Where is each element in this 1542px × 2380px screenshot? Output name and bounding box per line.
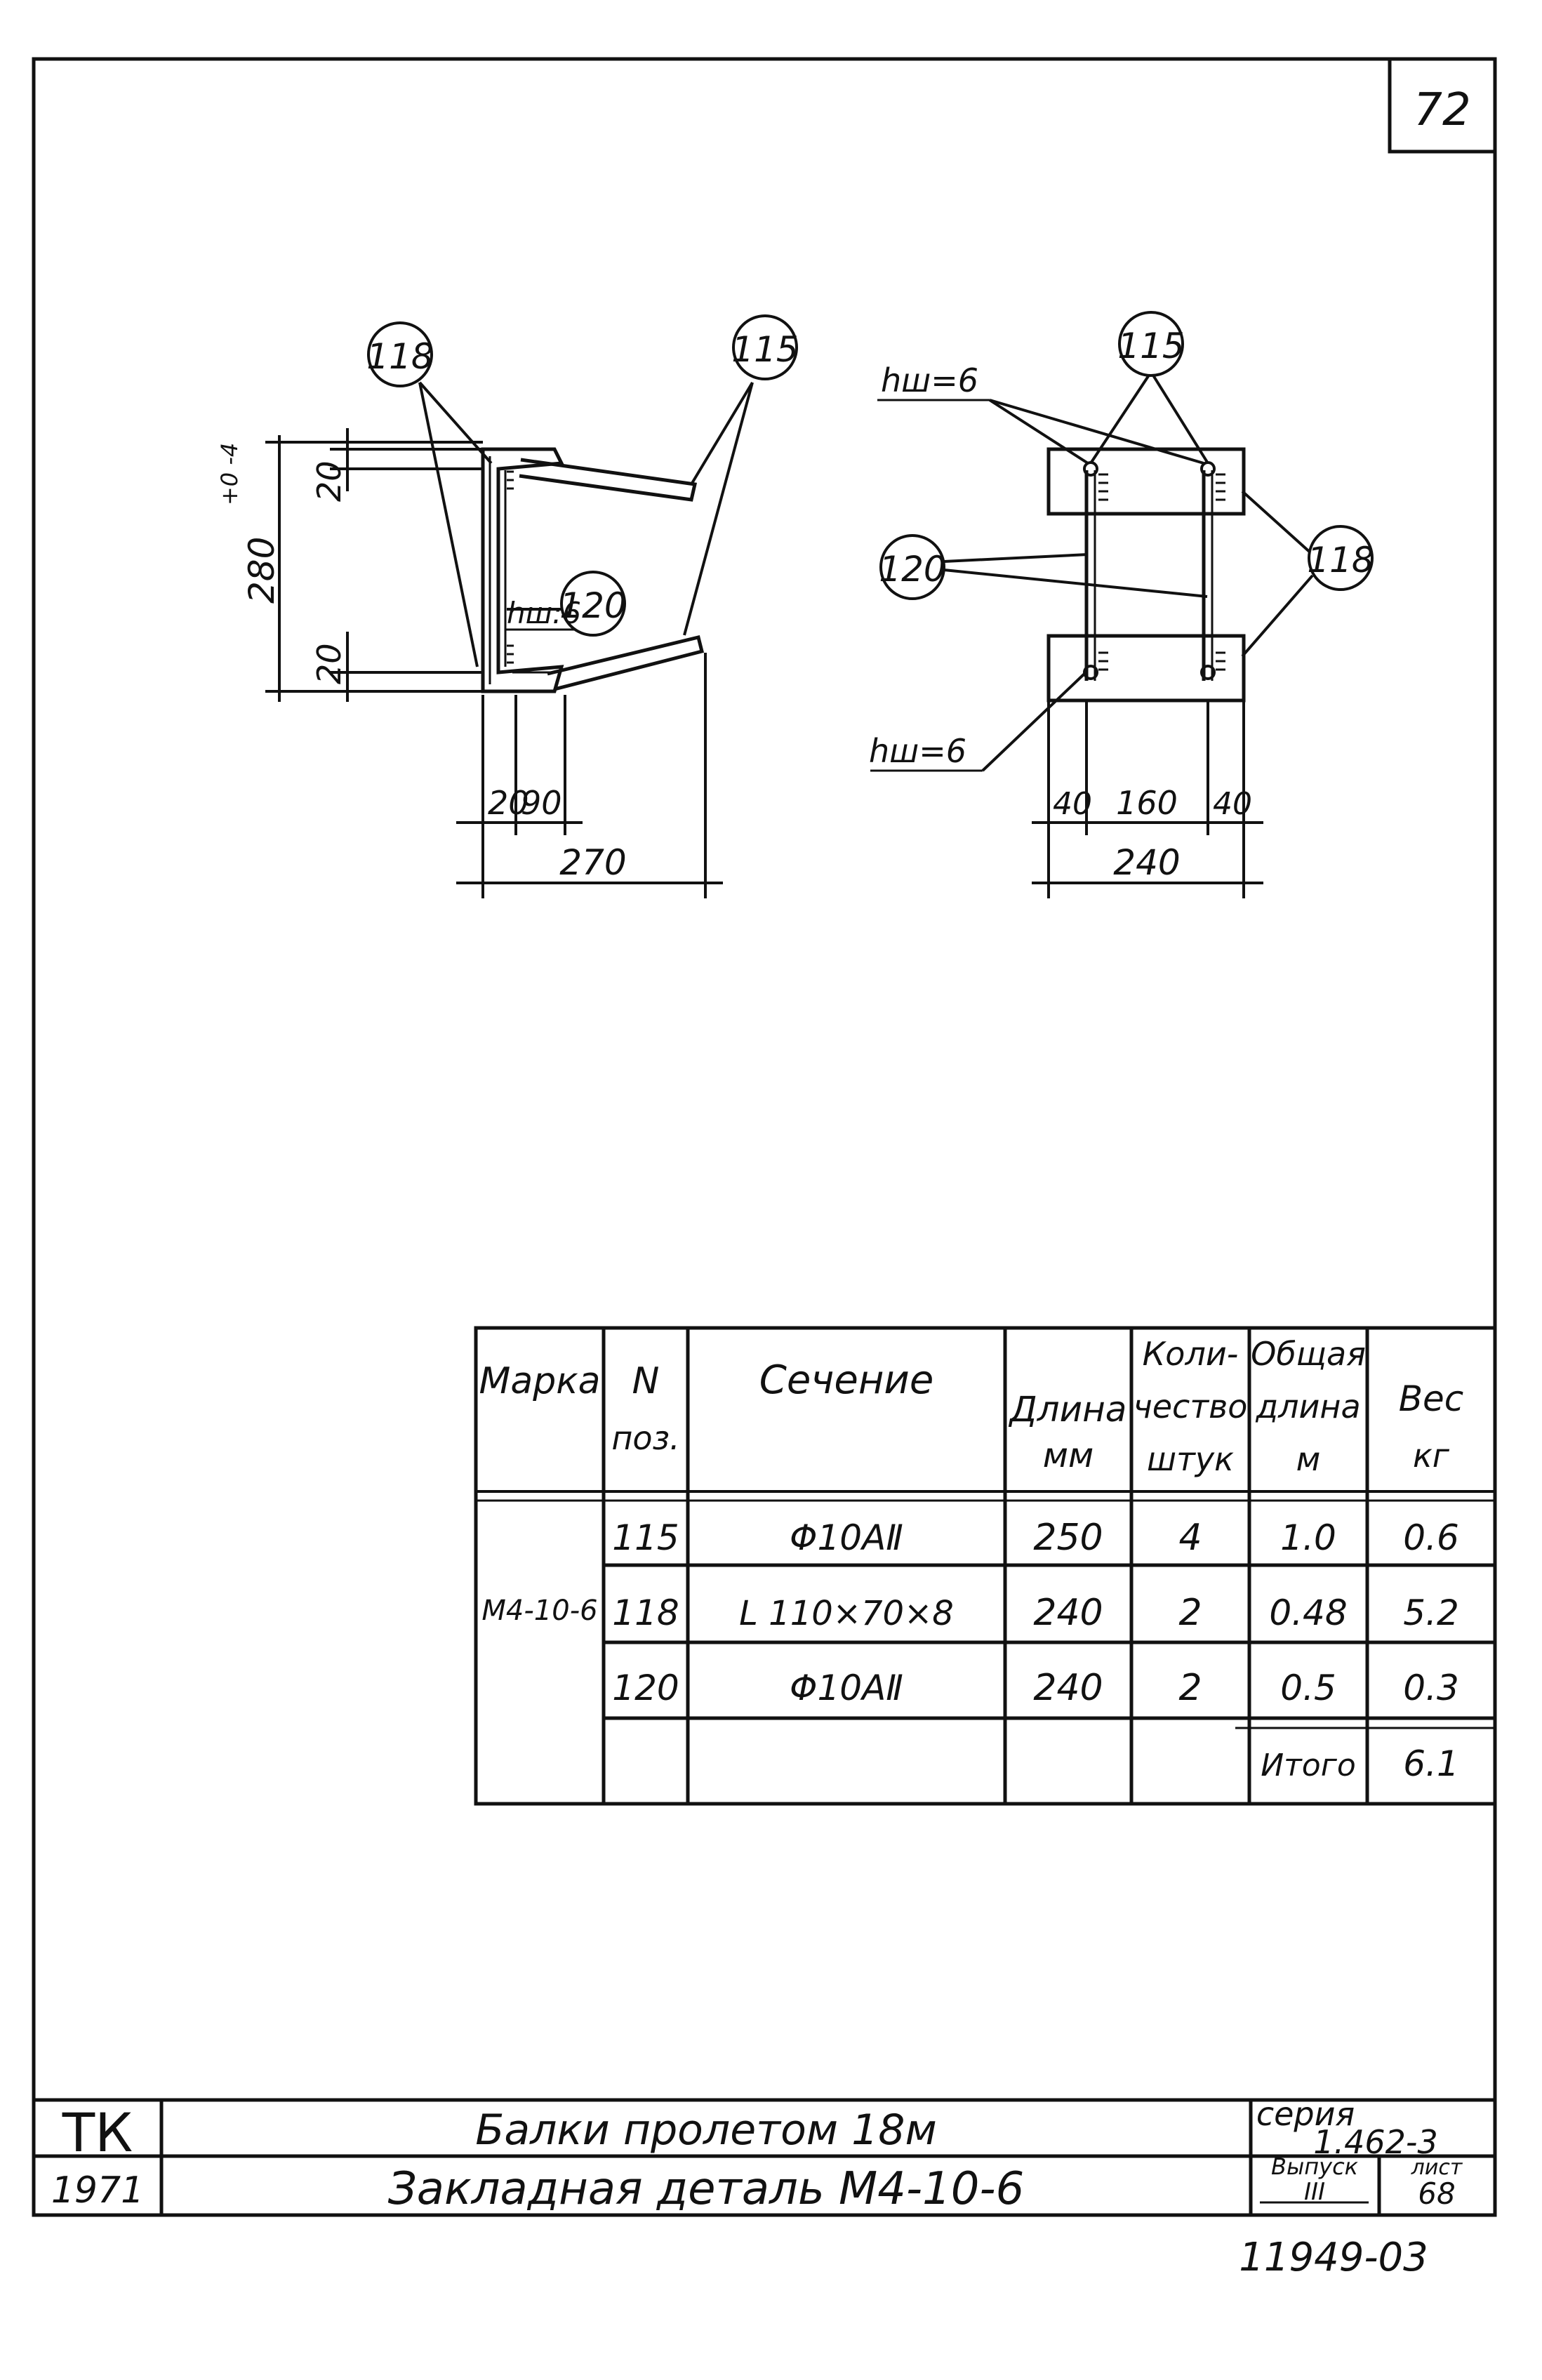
sheet-number-box	[1388, 57, 1497, 154]
td-qty: 2	[1178, 1667, 1202, 1709]
callout-115-right-text: 115	[1117, 326, 1184, 366]
td-total-len: 0.48	[1269, 1593, 1347, 1633]
callout-115-left	[732, 314, 798, 380]
tb-issue-label: Выпуск	[1271, 2153, 1359, 2180]
dim-40-left: 40	[1053, 786, 1092, 822]
callout-118-left	[367, 321, 433, 387]
td-pos: 118	[612, 1593, 679, 1633]
th-section: Сечение	[759, 1357, 934, 1403]
tb-series-label: серия	[1256, 2095, 1355, 2133]
th-weight-1: Вес	[1399, 1378, 1464, 1419]
sheet-number: 72	[1414, 84, 1470, 136]
tb-sheet-label: лист	[1411, 2155, 1463, 2180]
rod-115-top	[519, 458, 698, 502]
tb-issue-value: III	[1304, 2178, 1325, 2206]
title-block	[34, 2098, 1495, 2215]
tb-title-2: Закладная деталь М4-10-6	[388, 2163, 1025, 2215]
archive-number: 11949-03	[1239, 2235, 1428, 2280]
td-length: 250	[1033, 1517, 1103, 1559]
dim-270: 270	[559, 842, 626, 883]
right-view	[870, 371, 1314, 898]
tb-title-1: Балки пролетом 18м	[475, 2106, 936, 2155]
callout-118-right-text: 118	[1307, 540, 1374, 580]
dim-90: 90	[521, 784, 562, 822]
td-length: 240	[1033, 1592, 1103, 1634]
right-weld-top: hш=6	[881, 361, 978, 399]
th-total-len-1: Общая	[1251, 1335, 1366, 1373]
td-weight: 0.3	[1403, 1668, 1459, 1708]
callout-118-left-text: 118	[366, 336, 433, 377]
tb-series-value: 1.462-3	[1313, 2123, 1438, 2161]
td-marka: М4-10-6	[481, 1595, 597, 1627]
callout-120-left	[560, 571, 626, 637]
left-weld-label: hш:6	[507, 596, 581, 630]
td-section: Φ10АⅡ	[790, 1517, 903, 1558]
sheet-frame	[32, 57, 1497, 2217]
td-qty: 2	[1178, 1592, 1202, 1634]
left-view	[265, 381, 754, 898]
td-total-len: 0.5	[1280, 1668, 1336, 1708]
th-pos-1: N	[632, 1360, 660, 1402]
callout-120-left-text: 120	[559, 585, 626, 626]
dim-20-bottom-a: 20	[488, 784, 529, 822]
td-section: Φ10АⅡ	[790, 1668, 903, 1708]
th-total-len-3: м	[1296, 1440, 1321, 1478]
td-pos: 115	[612, 1517, 679, 1558]
td-weight: 5.2	[1403, 1593, 1459, 1633]
tb-year: 1971	[51, 2169, 144, 2212]
td-total-len: 1.0	[1280, 1517, 1336, 1558]
th-pos-2: поз.	[611, 1419, 679, 1457]
rod-115-bottom	[547, 634, 705, 691]
callout-115-left-text: 115	[731, 329, 798, 370]
td-total-label: Итого	[1261, 1748, 1356, 1783]
td-length: 240	[1033, 1667, 1103, 1709]
tb-org: ТК	[62, 2101, 133, 2164]
angle-118-bottom	[1046, 634, 1246, 703]
dim-tolerance: +0 -4	[216, 443, 243, 505]
spec-table	[474, 1326, 1497, 1806]
callout-120-right-text: 120	[879, 549, 945, 590]
th-length-1: Длина	[1009, 1389, 1127, 1430]
callout-120-right	[879, 534, 945, 600]
th-marka: Марка	[479, 1360, 600, 1402]
channel-profile	[481, 447, 564, 693]
right-weld-bottom: hш=6	[869, 732, 966, 770]
th-qty-1: Коли-	[1143, 1335, 1239, 1373]
td-pos: 120	[612, 1668, 679, 1708]
callout-115-right	[1118, 311, 1184, 377]
th-qty-2: чество	[1134, 1388, 1248, 1425]
th-total-len-2: длина	[1255, 1388, 1360, 1425]
td-total-value: 6.1	[1403, 1743, 1459, 1784]
callout-118-right	[1308, 525, 1374, 591]
th-length-2: мм	[1043, 1436, 1094, 1475]
dim-20-bottom: 20	[310, 643, 348, 684]
td-section: L 110×70×8	[739, 1594, 954, 1633]
th-weight-2: кг	[1413, 1437, 1450, 1475]
th-qty-3: штук	[1147, 1440, 1234, 1478]
dim-40-right: 40	[1213, 786, 1252, 822]
td-weight: 0.6	[1403, 1517, 1459, 1558]
dim-160: 160	[1116, 784, 1178, 822]
angle-118-top	[1046, 447, 1246, 516]
tb-sheet-value: 68	[1418, 2176, 1455, 2211]
dim-240: 240	[1113, 842, 1180, 883]
td-qty: 4	[1178, 1517, 1202, 1559]
dim-280: 280	[241, 537, 282, 604]
dim-20-top: 20	[310, 460, 348, 502]
